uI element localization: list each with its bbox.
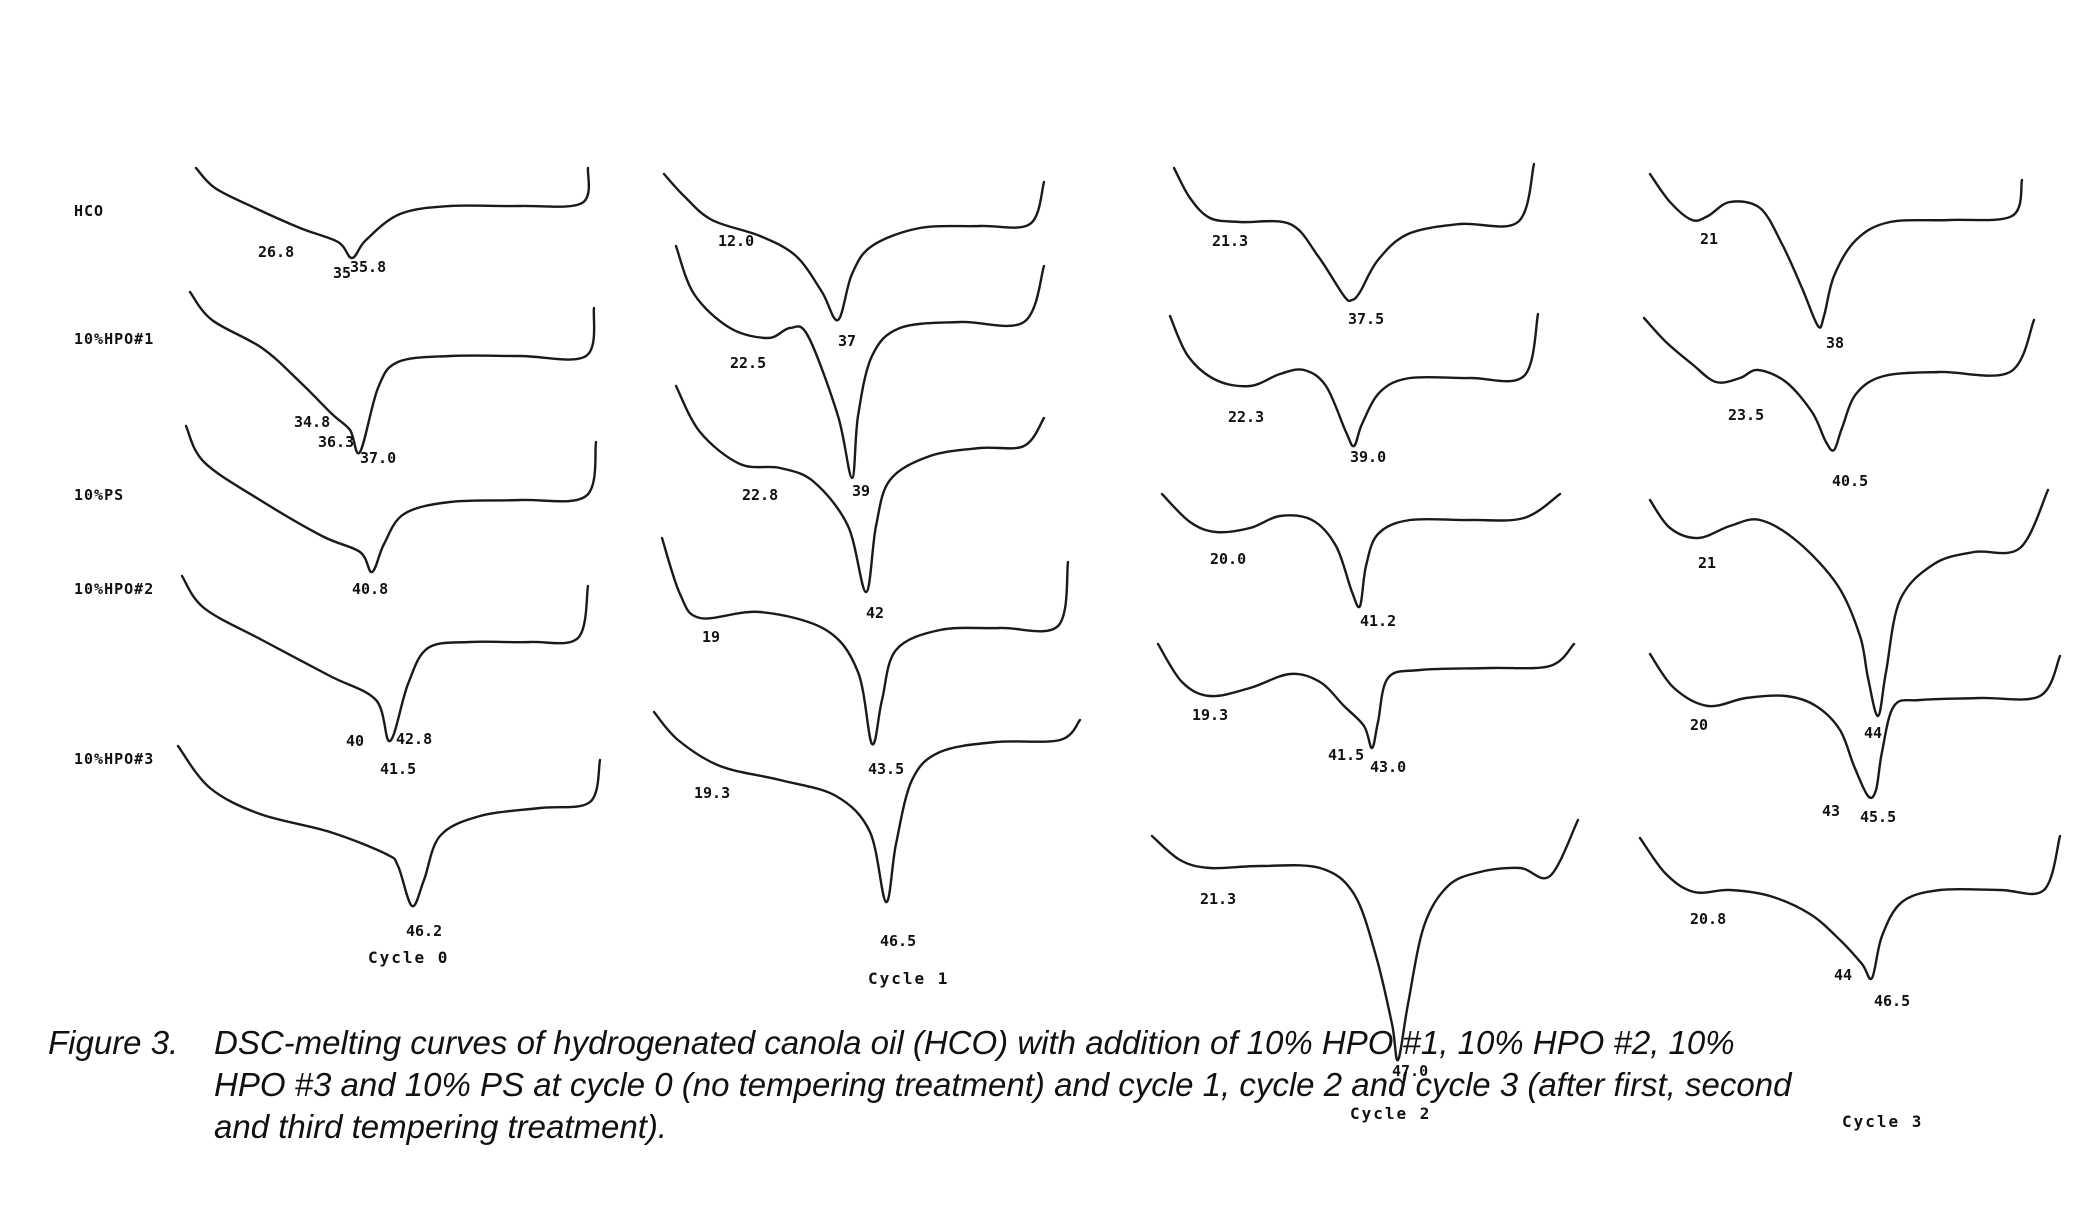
peak-label-cycle1-ps-0: 22.8: [742, 486, 778, 504]
peak-label-cycle2-hpo2-1: 41.5: [1328, 746, 1364, 764]
caption-line-3: and third tempering treatment).: [214, 1108, 668, 1145]
curve-cycle3-ps: [1648, 488, 2050, 718]
figure-caption: Figure 3. DSC-melting curves of hydrogena…: [48, 1022, 2058, 1148]
caption-figure-number: Figure 3.: [48, 1024, 179, 1061]
curve-cycle3-hpo2: [1648, 652, 2062, 799]
peak-label-cycle1-hco-0: 12.0: [718, 232, 754, 250]
peak-label-cycle0-hpo1-0: 34.8: [294, 413, 330, 431]
peak-label-cycle0-hpo3-0: 46.2: [406, 922, 442, 940]
curve-cycle1-hpo1: [674, 244, 1046, 480]
peak-label-cycle0-hpo1-2: 37.0: [360, 449, 396, 467]
peak-label-cycle1-ps-1: 42: [866, 604, 884, 622]
peak-label-cycle2-ps-1: 41.2: [1360, 612, 1396, 630]
row-label-hpo3: 10%HPO#3: [74, 750, 154, 768]
caption-line-1: DSC-melting curves of hydrogenated canol…: [214, 1024, 1735, 1061]
peak-label-cycle1-hpo1-0: 22.5: [730, 354, 766, 372]
cycle-label-1: Cycle 1: [868, 969, 949, 988]
peak-label-cycle3-hpo3-1: 44: [1834, 966, 1852, 984]
curve-cycle2-hpo3: [1150, 818, 1580, 1062]
curve-cycle1-hco: [662, 172, 1046, 322]
peak-label-cycle1-hpo1-1: 39: [852, 482, 870, 500]
peak-label-cycle0-hco-0: 26.8: [258, 243, 294, 261]
curve-cycle3-hco: [1648, 172, 2024, 329]
peak-label-cycle2-hpo3-1: 47.0: [1392, 1062, 1428, 1080]
peak-label-cycle0-ps-0: 40.8: [352, 580, 388, 598]
curve-cycle1-ps: [674, 384, 1046, 594]
peak-label-cycle1-hco-1: 37: [838, 332, 856, 350]
peak-label-cycle0-hpo1-1: 36.3: [318, 433, 354, 451]
cycle-label-3: Cycle 3: [1842, 1112, 1923, 1131]
curve-cycle0-hpo1: [188, 290, 596, 455]
peak-label-cycle0-hco-2: 35.8: [350, 258, 386, 276]
curve-cycle0-hpo3: [176, 744, 602, 908]
peak-label-cycle2-hpo2-0: 19.3: [1192, 706, 1228, 724]
peak-label-cycle3-hco-1: 38: [1826, 334, 1844, 352]
peak-label-cycle2-hco-1: 37.5: [1348, 310, 1384, 328]
peak-label-cycle3-hpo1-0: 23.5: [1728, 406, 1764, 424]
peak-label-cycle1-hpo2-0: 19: [702, 628, 720, 646]
curve-cycle2-hpo1: [1168, 312, 1540, 448]
curve-cycle2-hco: [1172, 162, 1536, 303]
peak-label-cycle3-hpo1-1: 40.5: [1832, 472, 1868, 490]
peak-label-cycle2-ps-0: 20.0: [1210, 550, 1246, 568]
cycle-labels: Cycle 0 Cycle 1 Cycle 2 Cycle 3: [368, 948, 1923, 1131]
row-label-ps: 10%PS: [74, 486, 124, 504]
peak-label-cycle3-hco-0: 21: [1700, 230, 1718, 248]
peak-label-cycle0-hpo2-1: 41.5: [380, 760, 416, 778]
peak-label-cycle2-hpo1-0: 22.3: [1228, 408, 1264, 426]
curve-cycle1-hpo3: [652, 710, 1082, 904]
peak-label-cycle2-hpo1-1: 39.0: [1350, 448, 1386, 466]
row-label-hpo2: 10%HPO#2: [74, 580, 154, 598]
peak-label-cycle1-hpo3-0: 19.3: [694, 784, 730, 802]
curve-cycle3-hpo1: [1642, 316, 2036, 452]
peak-label-cycle2-hco-0: 21.3: [1212, 232, 1248, 250]
curve-cycle3-hpo3: [1638, 834, 2062, 981]
peak-label-cycle2-hpo2-2: 43.0: [1370, 758, 1406, 776]
row-label-hpo1: 10%HPO#1: [74, 330, 154, 348]
curve-cycle2-ps: [1160, 492, 1562, 609]
peak-label-cycle3-hpo3-0: 20.8: [1690, 910, 1726, 928]
cycle-label-2: Cycle 2: [1350, 1104, 1431, 1123]
curve-cycle0-hco: [194, 166, 591, 260]
peak-label-cycle3-hpo2-2: 45.5: [1860, 808, 1896, 826]
row-label-hco: HCO: [74, 202, 104, 220]
peak-label-cycle2-hpo3-0: 21.3: [1200, 890, 1236, 908]
peak-label-cycle3-ps-0: 21: [1698, 554, 1716, 572]
curve-cycle1-hpo2: [660, 536, 1070, 746]
peak-label-cycle1-hpo2-1: 43.5: [868, 760, 904, 778]
peak-label-cycle3-hpo2-0: 20: [1690, 716, 1708, 734]
peak-label-cycle0-hpo2-2: 42.8: [396, 730, 432, 748]
row-labels: HCO 10%HPO#1 10%PS 10%HPO#2 10%HPO#3: [74, 202, 154, 768]
cycle-label-0: Cycle 0: [368, 948, 449, 967]
caption-line-2: HPO #3 and 10% PS at cycle 0 (no temperi…: [214, 1066, 1792, 1103]
thermogram-curves: [176, 162, 2062, 1062]
curve-cycle0-ps: [184, 424, 598, 574]
curve-cycle2-hpo2: [1156, 642, 1576, 750]
peak-label-cycle3-ps-1: 44: [1864, 724, 1882, 742]
curve-cycle0-hpo2: [180, 574, 590, 743]
peak-label-cycle3-hpo3-2: 46.5: [1874, 992, 1910, 1010]
peak-label-cycle0-hpo2-0: 40: [346, 732, 364, 750]
peak-label-cycle3-hpo2-1: 43: [1822, 802, 1840, 820]
peak-label-cycle0-hco-1: 35: [333, 264, 351, 282]
peak-label-cycle1-hpo3-1: 46.5: [880, 932, 916, 950]
